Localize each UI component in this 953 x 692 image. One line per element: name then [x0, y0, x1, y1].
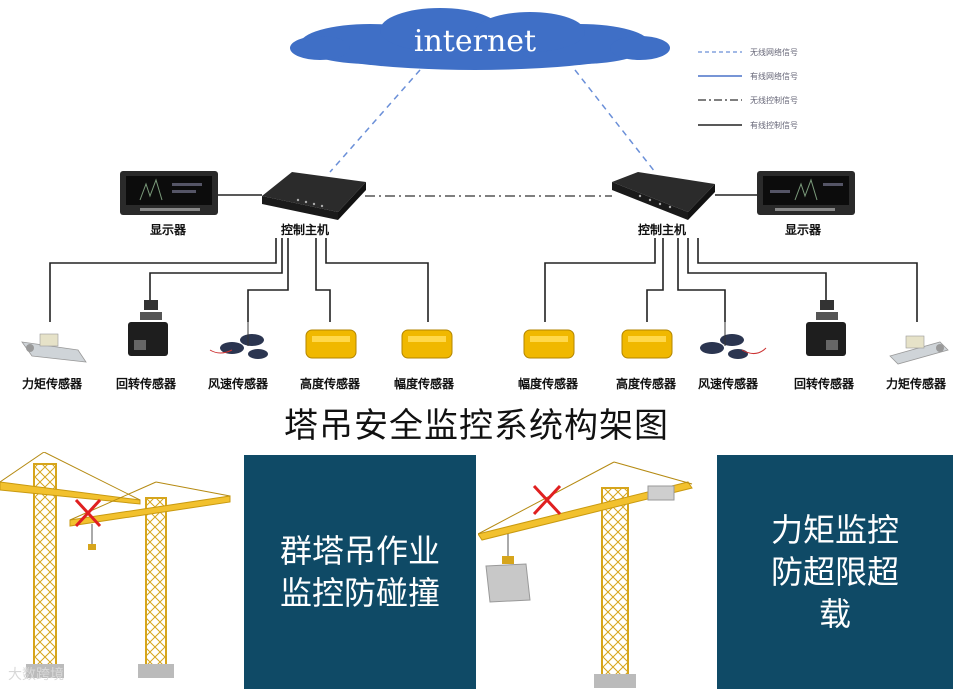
right-sensor-label-height: 高度传感器: [615, 377, 676, 391]
left-sensor-label-amplitude: 幅度传感器: [393, 377, 454, 391]
left-wind-sensor-icon: [209, 322, 268, 359]
internet-label: internet: [413, 24, 537, 59]
left-sensor-label-torque: 力矩传感器: [21, 377, 82, 391]
right-sensor-label-torque: 力矩传感器: [885, 377, 946, 391]
legend-label-wired-network: 有线网络信号: [750, 72, 798, 81]
right-torque-sensor-icon: [889, 335, 949, 365]
right-sensor-label-amplitude: 幅度传感器: [517, 377, 578, 391]
architecture-diagram: [21, 8, 949, 365]
internet-cloud-icon: [290, 8, 670, 70]
right-display-label: 显示器: [784, 223, 821, 237]
left-display-label: 显示器: [149, 223, 186, 237]
left-sensor-label-height: 高度传感器: [299, 377, 360, 391]
right-sensor-wiring: [544, 238, 918, 322]
overload-cross-icon: [532, 484, 562, 516]
right-display-icon: [757, 171, 855, 215]
group-crane-illustration: [0, 452, 231, 678]
right-height-sensor-icon: [621, 329, 673, 359]
left-sensor-wiring: [49, 238, 429, 322]
right-amplitude-sensor-icon: [523, 329, 575, 359]
left-sensor-label-slewing: 回转传感器: [115, 377, 176, 391]
left-sensor-label-wind: 风速传感器: [207, 377, 268, 391]
torque-overload-panel: 力矩监控 防超限超 载: [717, 455, 953, 689]
right-sensor-label-slewing: 回转传感器: [793, 377, 854, 391]
left-controller-icon: [262, 172, 366, 220]
diagram-title: 塔吊安全监控系统构架图: [284, 406, 669, 446]
left-slewing-sensor-icon: [128, 300, 168, 356]
left-height-sensor-icon: [305, 329, 357, 359]
right-wind-sensor-icon: [700, 322, 767, 359]
legend-label-wireless-network: 无线网络信号: [750, 48, 798, 57]
right-controller-icon: [612, 172, 715, 220]
collision-cross-icon: [74, 498, 102, 528]
legend-label-wired-control: 有线控制信号: [750, 121, 798, 130]
right-controller-label: 控制主机: [637, 223, 686, 237]
right-slewing-sensor-icon: [806, 300, 846, 356]
wireless-link-right: [574, 69, 656, 173]
wireless-link-left: [329, 69, 421, 173]
legend-lines: [698, 51, 742, 126]
left-controller-label: 控制主机: [280, 223, 329, 237]
left-amplitude-sensor-icon: [401, 329, 453, 359]
group-crane-anticollision-panel: 群塔吊作业 监控防碰撞: [244, 455, 476, 689]
legend-label-wireless-control: 无线控制信号: [750, 96, 798, 105]
left-display-icon: [120, 171, 218, 215]
left-torque-sensor-icon: [21, 333, 87, 363]
right-sensor-label-wind: 风速传感器: [697, 377, 758, 391]
torque-crane-illustration: [478, 461, 693, 688]
watermark: 大数跨境: [8, 667, 64, 683]
